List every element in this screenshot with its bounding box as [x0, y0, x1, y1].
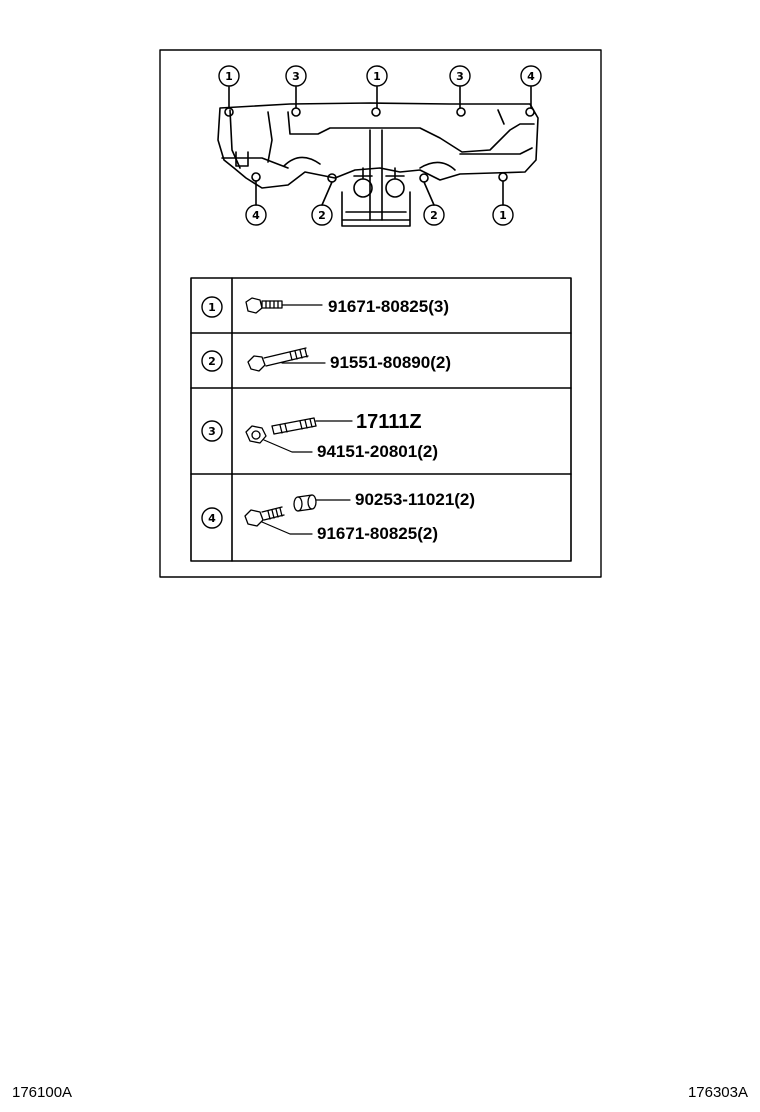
- part-number: 94151-20801(2): [317, 442, 438, 461]
- svg-text:2: 2: [430, 209, 438, 222]
- row-key-1: 1: [201, 296, 223, 318]
- callout-1: 1: [492, 204, 514, 226]
- svg-text:3: 3: [292, 70, 300, 83]
- callouts-bottom: 4 2 2 1: [245, 180, 514, 226]
- callout-4: 4: [245, 204, 267, 226]
- part-number: 17111Z: [356, 411, 422, 433]
- legend-row-3: 3 17111Z 94151-20801(2): [201, 411, 438, 461]
- flange-bolt-icon: [244, 506, 285, 527]
- part-number: 91671-80825(3): [328, 297, 449, 316]
- flange-bolt-icon: [245, 297, 283, 314]
- callout-4: 4: [520, 65, 542, 87]
- stud-bolt-icon: [271, 417, 317, 435]
- part-number: 91551-80890(2): [330, 353, 451, 372]
- legend-row-4: 4 90253-11021(2) 91671-80825(2): [201, 490, 475, 543]
- svg-text:3: 3: [208, 425, 216, 438]
- legend-row-1: 1 91671-80825(3): [201, 296, 449, 318]
- row-key-2: 2: [201, 350, 223, 372]
- svg-text:4: 4: [208, 512, 216, 525]
- callout-3: 3: [285, 65, 307, 87]
- diagram-frame: [159, 49, 602, 578]
- svg-text:4: 4: [527, 70, 535, 83]
- part-number: 91671-80825(2): [317, 524, 438, 543]
- row-key-3: 3: [201, 420, 223, 442]
- part-number: 90253-11021(2): [355, 490, 475, 509]
- svg-text:2: 2: [318, 209, 326, 222]
- svg-text:1: 1: [499, 209, 507, 222]
- svg-text:1: 1: [225, 70, 233, 83]
- collar-spacer-icon: [293, 494, 317, 512]
- parts-legend-table: [190, 277, 572, 562]
- illustration-code-left: 176100A: [12, 1084, 73, 1101]
- svg-text:1: 1: [373, 70, 381, 83]
- svg-text:2: 2: [208, 355, 216, 368]
- nut-icon: [245, 425, 267, 444]
- callout-2: 2: [311, 204, 333, 226]
- long-bolt-icon: [247, 347, 309, 372]
- svg-text:3: 3: [456, 70, 464, 83]
- row-key-4: 4: [201, 507, 223, 529]
- callout-2: 2: [423, 204, 445, 226]
- legend-row-2: 2 91551-80890(2): [201, 347, 451, 372]
- callout-1: 1: [218, 65, 240, 87]
- illustration-code-right: 176303A: [687, 1084, 748, 1101]
- exhaust-manifold-illustration: [217, 102, 539, 227]
- callouts-top: 1 3 1 3 4: [218, 65, 542, 109]
- svg-text:1: 1: [208, 301, 216, 314]
- callout-1: 1: [366, 65, 388, 87]
- svg-text:4: 4: [252, 209, 260, 222]
- callout-3: 3: [449, 65, 471, 87]
